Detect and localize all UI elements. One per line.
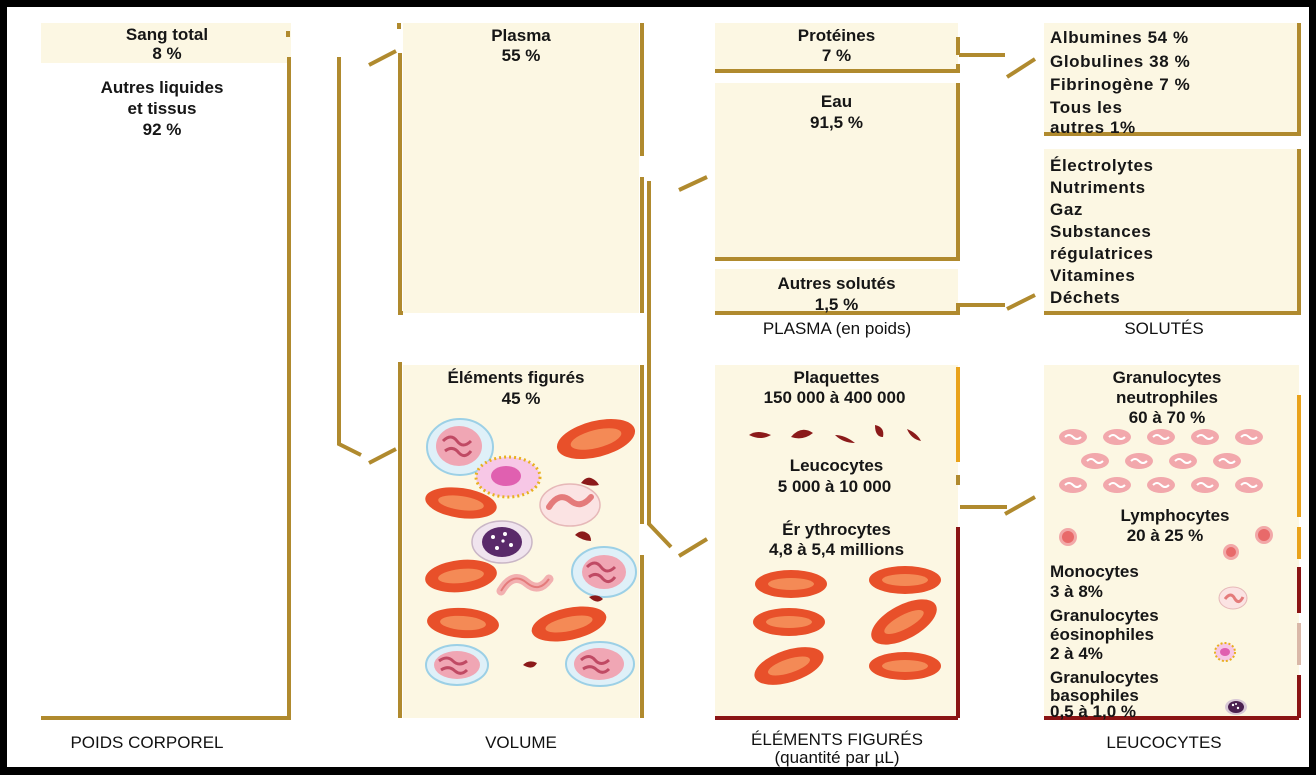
solute-list-item: Nutriments xyxy=(1050,177,1290,198)
solute-list-item: régulatrices xyxy=(1050,243,1290,264)
neutrophiles-label-2: neutrophiles xyxy=(1047,387,1287,408)
caption-plasma-poids: PLASMA (en poids) xyxy=(707,319,967,339)
platelet-icon xyxy=(573,529,593,543)
blood-composition-diagram: Sang total 8 % Autres liquides et tissus… xyxy=(7,7,1309,767)
monocyte-icon xyxy=(1217,585,1249,611)
caption-elements-figures-unit: (quantité par µL) xyxy=(707,748,967,768)
red-blood-cell-icon xyxy=(423,603,503,643)
plasma-percent: 55 % xyxy=(403,45,639,66)
lymphocyte-icon xyxy=(1221,543,1241,561)
platelet-icon xyxy=(905,427,925,443)
platelet-icon xyxy=(833,431,857,445)
solute-list-item: Déchets xyxy=(1050,287,1290,308)
proteins-list-item: Fibrinogène 7 % xyxy=(1050,74,1300,95)
red-blood-cell-icon xyxy=(865,561,945,599)
platelet-icon xyxy=(747,429,773,441)
red-blood-cell-icon xyxy=(421,555,501,597)
neutrophil-cell-icon xyxy=(423,643,491,687)
platelet-icon xyxy=(789,427,815,441)
solute-list-item: Substances xyxy=(1050,221,1290,242)
red-blood-cell-icon xyxy=(553,417,639,461)
proteins-list-item: Albumines 54 % xyxy=(1050,27,1300,48)
neutrophiles-label: Granulocytes xyxy=(1047,367,1287,388)
eau-label: Eau xyxy=(715,91,958,112)
proteines-label: Protéines xyxy=(715,25,958,46)
proteines-percent: 7 % xyxy=(715,45,958,66)
eau-percent: 91,5 % xyxy=(715,112,958,133)
basophil-icon xyxy=(1223,697,1249,717)
red-blood-cell-icon xyxy=(747,643,831,689)
autres-liquides-percent: 92 % xyxy=(37,119,287,140)
monocyte-cell-icon xyxy=(495,569,555,605)
red-blood-cell-icon xyxy=(421,483,501,523)
platelet-icon xyxy=(521,659,539,671)
plaquettes-quantity: 150 000 à 400 000 xyxy=(711,387,958,408)
elements-figures-label: Éléments figurés xyxy=(393,367,639,388)
solute-list-item: Vitamines xyxy=(1050,265,1290,286)
autres-solutes-label: Autres solutés xyxy=(715,273,958,294)
sang-total-percent: 8 % xyxy=(67,43,267,64)
red-blood-cell-icon xyxy=(863,597,945,647)
neutrophil-cell-icon xyxy=(569,545,639,599)
proteins-list-item: Tous les xyxy=(1050,97,1300,118)
plasma-panel xyxy=(403,23,639,313)
proteins-list-item: autres 1% xyxy=(1050,117,1300,138)
red-blood-cell-icon xyxy=(751,565,831,603)
plaquettes-label: Plaquettes xyxy=(715,367,958,388)
solute-list-item: Gaz xyxy=(1050,199,1290,220)
autres-solutes-percent: 1,5 % xyxy=(715,294,958,315)
lymphocytes-percent: 20 à 25 % xyxy=(1055,525,1275,546)
platelet-icon xyxy=(871,423,887,439)
lymphocytes-label: Lymphocytes xyxy=(1055,505,1295,526)
autres-liquides-label: Autres liquides xyxy=(37,77,287,98)
eosinophiles-label-2: éosinophiles xyxy=(1050,624,1270,645)
plasma-label: Plasma xyxy=(403,25,639,46)
neutrophil-cluster-icon xyxy=(1051,423,1281,503)
leucocytes-label: Leucocytes xyxy=(715,455,958,476)
neutrophil-cell-icon xyxy=(563,639,637,689)
basophiles-percent: 0,5 à 1,0 % xyxy=(1050,701,1250,722)
caption-leucocytes: LEUCOCYTES xyxy=(1044,733,1284,753)
caption-solutes: SOLUTÉS xyxy=(1044,319,1284,339)
sang-total-label: Sang total xyxy=(67,24,267,45)
erythrocytes-quantity: 4,8 à 5,4 millions xyxy=(715,539,958,560)
red-blood-cell-icon xyxy=(865,647,945,685)
platelet-icon xyxy=(579,473,601,489)
proteins-list-item: Globulines 38 % xyxy=(1050,51,1300,72)
lymphocyte-icon xyxy=(1057,527,1079,547)
lymphocyte-icon xyxy=(1253,525,1275,545)
autres-liquides-label-2: et tissus xyxy=(37,98,287,119)
elements-figures-percent: 45 % xyxy=(403,388,639,409)
caption-poids-corporel: POIDS CORPOREL xyxy=(7,733,287,753)
solute-list-item: Électrolytes xyxy=(1050,155,1290,176)
red-blood-cell-icon xyxy=(749,603,829,641)
erythrocytes-label: Ér ythrocytes xyxy=(715,519,958,540)
leucocytes-quantity: 5 000 à 10 000 xyxy=(713,476,956,497)
eosinophil-icon xyxy=(1213,641,1237,663)
caption-volume: VOLUME xyxy=(403,733,639,753)
monocytes-label: Monocytes xyxy=(1050,561,1250,582)
caption-elements-figures: ÉLÉMENTS FIGURÉS xyxy=(707,730,967,750)
